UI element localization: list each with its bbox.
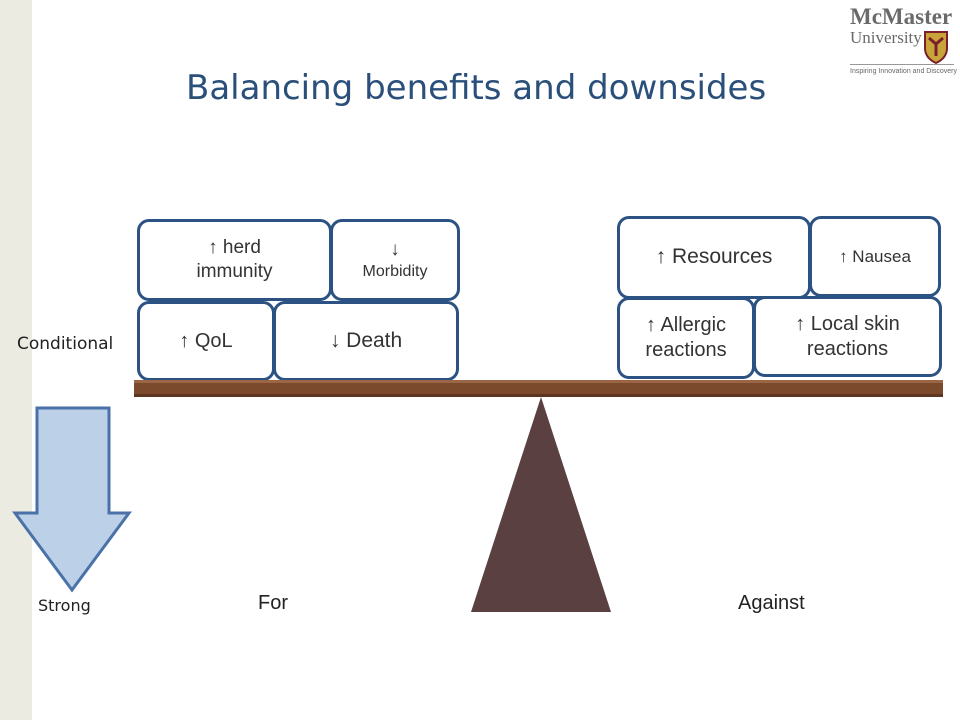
local-skin-box: ↑ Local skin reactions bbox=[753, 296, 942, 377]
strong-label: Strong bbox=[38, 596, 91, 615]
logo-name: McMaster bbox=[850, 4, 953, 29]
against-label: Against bbox=[738, 592, 805, 614]
morbidity-arrow: ↓ bbox=[390, 239, 400, 261]
morbidity-label: Morbidity bbox=[362, 262, 428, 280]
for-label: For bbox=[258, 592, 288, 614]
conditional-label: Conditional bbox=[17, 334, 114, 354]
logo-divider bbox=[850, 64, 954, 65]
death-box: ↓ Death bbox=[273, 301, 459, 381]
morbidity-box: ↓ Morbidity bbox=[330, 219, 460, 301]
allergic-label: ↑ Allergic reactions bbox=[645, 314, 727, 361]
death-label: ↓ Death bbox=[329, 329, 403, 352]
resources-label: ↑ Resources bbox=[655, 245, 773, 269]
page-title: Balancing benefits and downsides bbox=[186, 68, 767, 108]
logo-subtitle: University bbox=[850, 28, 922, 47]
herd-immunity-label: ↑ herd immunity bbox=[196, 237, 273, 282]
nausea-box: ↑ Nausea bbox=[809, 216, 941, 297]
qol-box: ↑ QoL bbox=[137, 301, 275, 381]
local-skin-label: ↑ Local skin reactions bbox=[795, 312, 900, 360]
left-decorative-strip bbox=[0, 0, 32, 720]
nausea-label: ↑ Nausea bbox=[839, 246, 911, 266]
balance-beam bbox=[134, 380, 943, 397]
resources-box: ↑ Resources bbox=[617, 216, 811, 299]
crest-icon bbox=[924, 31, 948, 64]
qol-label: ↑ QoL bbox=[179, 329, 233, 352]
mcmaster-logo: McMaster University Inspiring Innovation… bbox=[850, 4, 958, 84]
logo-tagline: Inspiring Innovation and Discovery bbox=[850, 68, 958, 75]
